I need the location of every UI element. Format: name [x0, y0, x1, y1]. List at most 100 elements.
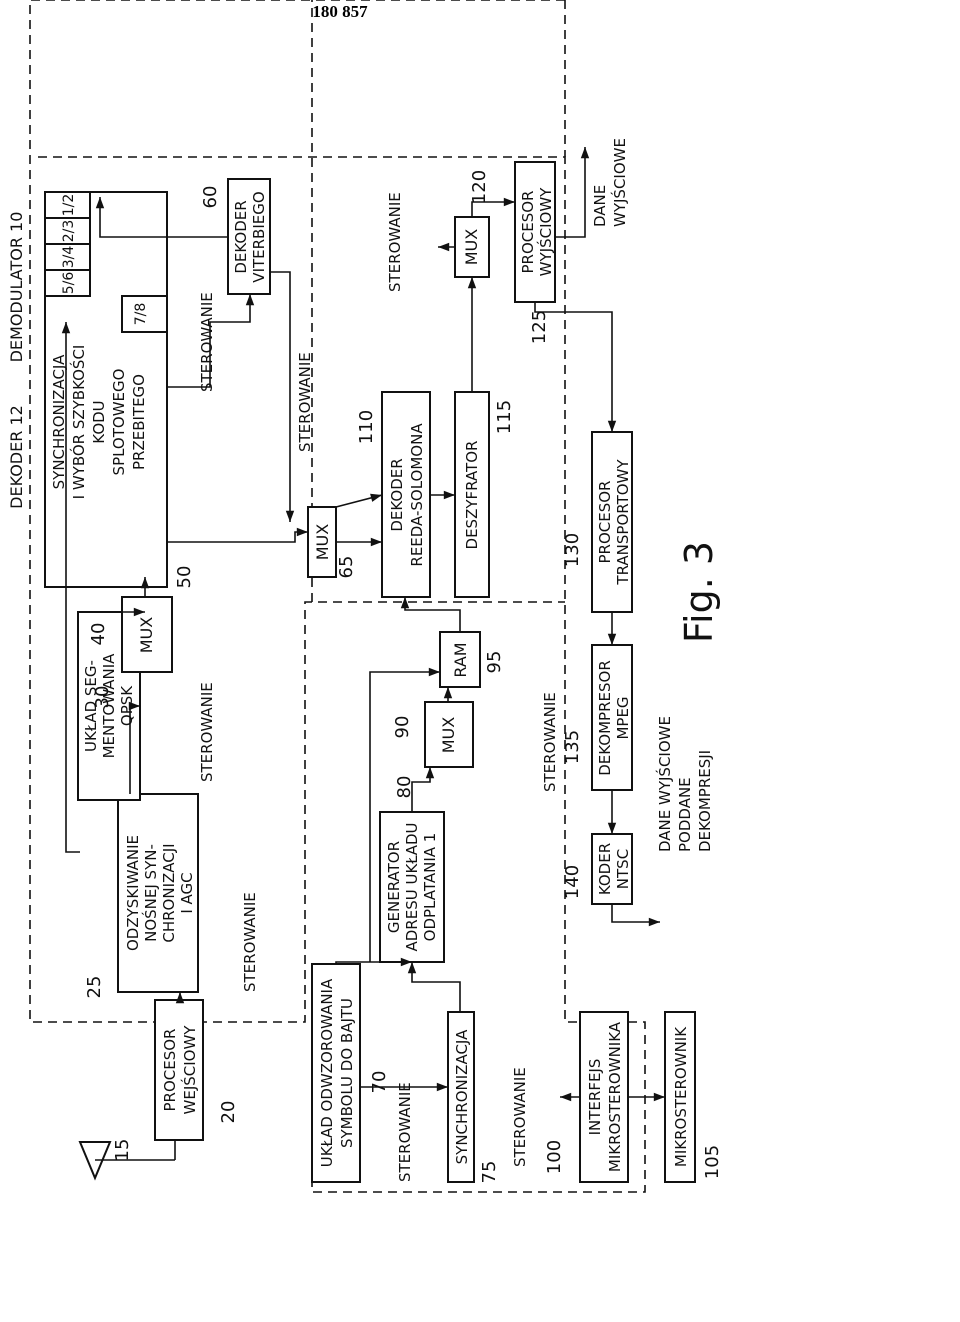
qpsk-line1: UKŁAD SEG- — [82, 660, 100, 752]
rate-label: 5/6 — [61, 272, 77, 295]
connections — [61, 147, 665, 1102]
arrowhead — [580, 147, 590, 159]
decompressed-line2: PODDANE — [676, 777, 694, 852]
arrowhead — [653, 1092, 665, 1102]
arrowhead — [175, 992, 185, 1004]
arrowhead — [400, 597, 410, 609]
reed-solomon-line1: DEKODER — [388, 458, 406, 531]
output-data-line2: WYJŚCIOWE — [610, 138, 629, 227]
mpeg-line1: DEKOMPRESOR — [596, 660, 614, 776]
arrowhead — [95, 197, 105, 209]
sync75-ref: 75 — [479, 1161, 500, 1184]
control-label-1: STEROWANIE — [198, 682, 216, 782]
decompressed-line3: DEKOMPRESJI — [696, 750, 714, 852]
rate-table: 1/2 2/3 3/4 5/6 7/8 — [44, 191, 168, 333]
demodulator-label: DEMODULATOR 10 — [7, 212, 26, 363]
decoder-label: DEKODER 12 — [7, 405, 26, 509]
sync-rate-block: SYNCHRONIZACJA I WYBÓR SZYBKOŚCI KODU SP… — [44, 191, 195, 589]
descrambler-ref: 115 — [494, 400, 515, 434]
ntsc-line1: KODER — [596, 843, 614, 895]
sync-rate-ref: 50 — [174, 566, 195, 589]
rate-label: 7/8 — [133, 303, 149, 326]
decompressed-line1: DANE WYJŚCIOWE — [655, 716, 674, 852]
arrowhead — [436, 1082, 448, 1092]
arrowhead — [285, 510, 295, 522]
sync-rate-line4: SPLOTOWEGO — [110, 369, 128, 476]
ram-ref: 95 — [484, 651, 505, 674]
control-label-7: STEROWANIE — [396, 1082, 414, 1182]
carrier-recovery-line3: CHRONIZACJI — [160, 843, 178, 942]
qpsk-line3: QPSK — [118, 685, 136, 726]
rate-label: 1/2 — [61, 194, 77, 217]
input-processor-block: PROCESOR WEJŚCIOWY 20 — [154, 999, 239, 1141]
symbol-byte-ref: 70 — [369, 1071, 390, 1094]
microcontroller-ref: 105 — [702, 1145, 723, 1179]
ntsc-block: KODER NTSC 140 — [562, 833, 633, 905]
sync-rate-line1: SYNCHRONIZACJA — [50, 354, 68, 489]
rate-label: 2/3 — [61, 220, 77, 243]
mux120-label: MUX — [462, 229, 481, 266]
carrier-recovery-block: ODZYSKIWANIE NOŚNEJ SYN- CHRONIZACJI I A… — [84, 793, 199, 998]
descrambler-block: DESZYFRATOR 115 — [454, 391, 515, 598]
arrowhead — [503, 197, 515, 207]
mux120-ref: 120 — [469, 170, 490, 204]
arrowhead — [133, 607, 145, 617]
micro-interface-line2: MIKROSTEROWNIKA — [606, 1021, 624, 1172]
arrowhead — [370, 493, 382, 502]
reed-solomon-line2: REEDA-SOLOMONA — [408, 423, 426, 567]
output-processor-block: PROCESOR WYJŚCIOWY 125 — [514, 161, 556, 344]
arrowhead — [400, 957, 412, 967]
arrowhead — [407, 962, 417, 974]
control-label-5: STEROWANIE — [386, 192, 404, 292]
arrowhead — [438, 242, 450, 252]
antenna-ref: 15 — [112, 1139, 133, 1162]
descrambler-label: DESZYFRATOR — [463, 441, 481, 550]
arrowhead — [560, 1092, 572, 1102]
mux90-label: MUX — [439, 717, 458, 754]
microcontroller-block: MIKROSTEROWNIK 105 — [664, 1011, 723, 1183]
arrowhead — [607, 822, 617, 834]
input-processor-line2: WEJŚCIOWY — [180, 1025, 199, 1115]
arrowhead — [296, 527, 308, 537]
control-label-8: STEROWANIE — [511, 1067, 529, 1167]
arrowhead — [61, 322, 71, 334]
control-label-4: STEROWANIE — [296, 352, 314, 452]
rate-label: 3/4 — [61, 246, 77, 269]
input-processor-line1: PROCESOR — [161, 1029, 179, 1112]
ntsc-line2: NTSC — [614, 849, 632, 889]
transport-processor-line2: TRANSPORTOWY — [614, 459, 632, 586]
viterbi-line1: DEKODER — [232, 200, 250, 273]
symbol-byte-line2: SYMBOLU DO BAJTU — [338, 998, 356, 1148]
antenna-icon — [78, 1140, 176, 1181]
addr-gen-line1: GENERATOR — [385, 841, 403, 933]
micro-interface-block: INTERFEJS MIKROSTEROWNIKA 100 — [544, 1011, 629, 1183]
mux65-label: MUX — [313, 524, 332, 561]
ram-block: RAM 95 — [439, 631, 505, 688]
reed-solomon-block: DEKODER REEDA-SOLOMONA 110 — [356, 391, 431, 598]
arrowhead — [443, 490, 455, 500]
addr-gen-ref: 80 — [394, 776, 415, 799]
mux65-ref: 65 — [336, 556, 357, 579]
control-label-2: STEROWANIE — [241, 892, 259, 992]
arrowhead — [370, 537, 382, 547]
sync75-label: SYNCHRONIZACJA — [453, 1029, 471, 1164]
carrier-recovery-line4: I AGC — [178, 872, 196, 913]
mux65-block: MUX 65 — [307, 506, 357, 579]
addr-gen-line2: ADRESU UKŁADU — [403, 822, 421, 951]
symbol-byte-block: UKŁAD ODWZOROWANIA SYMBOLU DO BAJTU 70 — [311, 963, 390, 1183]
arrowhead — [140, 577, 150, 589]
carrier-recovery-line2: NOŚNEJ SYN- — [141, 844, 160, 942]
mux120-block: MUX 120 — [454, 170, 490, 278]
ram-label: RAM — [451, 642, 470, 677]
micro-interface-ref: 100 — [544, 1140, 565, 1174]
qpsk-ref: 30 — [92, 686, 113, 709]
transport-processor-block: PROCESOR TRANSPORTOWY 130 — [562, 431, 633, 613]
figure-label: Fig. 3 — [677, 541, 721, 643]
transport-processor-ref: 130 — [562, 533, 583, 567]
mpeg-block: DEKOMPRESOR MPEG 135 — [562, 644, 633, 791]
arrowhead — [428, 667, 440, 677]
sync-rate-line5: PRZEBITEGO — [130, 374, 148, 470]
sync-rate-line3: KODU — [90, 400, 108, 443]
ntsc-ref: 140 — [562, 865, 583, 899]
rate-cell — [121, 295, 168, 333]
